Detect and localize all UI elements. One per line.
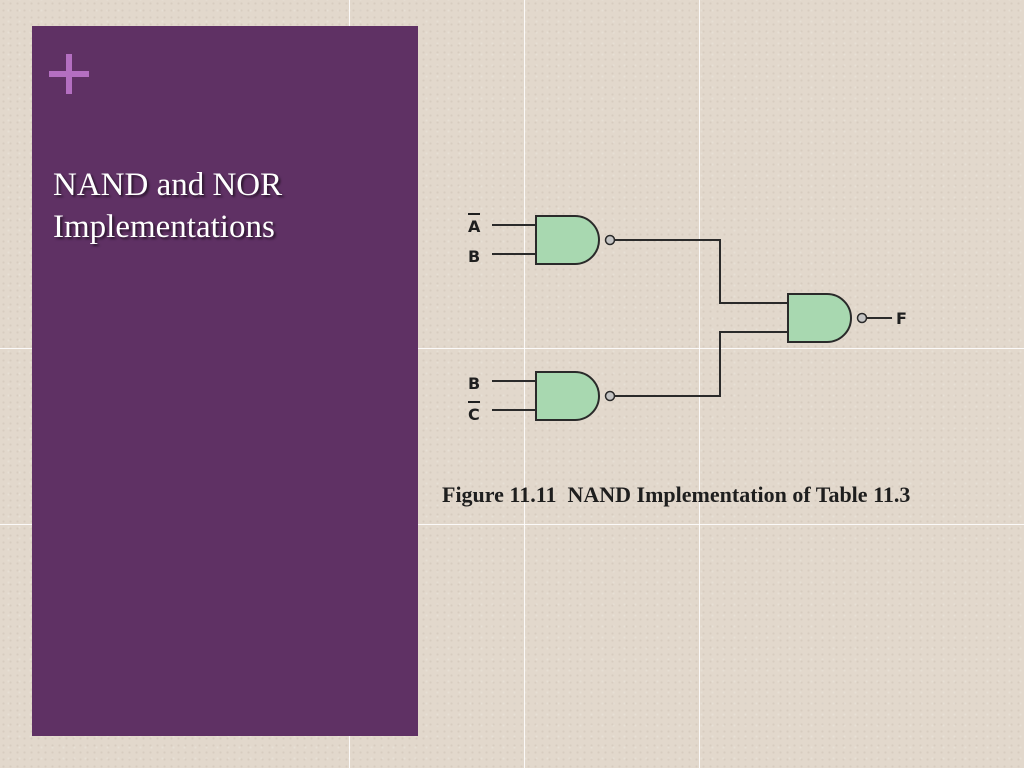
title-line-1: NAND and NOR (53, 167, 283, 203)
slide-title: NAND and NOR Implementations (53, 164, 403, 248)
inversion-bubble-1 (604, 234, 616, 246)
grid-line (699, 0, 700, 768)
nand-gate-2 (535, 371, 600, 421)
title-line-2: Implementations (53, 209, 275, 245)
title-panel: NAND and NOR Implementations (32, 26, 418, 736)
nand-gate-1 (535, 215, 600, 265)
nand-gate-output (787, 293, 852, 343)
grid-line (0, 524, 1024, 525)
input-label-c-not: C (468, 405, 480, 424)
inversion-bubble-output (856, 312, 868, 324)
grid-line (524, 0, 525, 768)
input-label-b-top: B (468, 247, 480, 266)
plus-icon (49, 54, 89, 94)
output-label-f: F (896, 309, 907, 328)
figure-caption: Figure 11.11 NAND Implementation of Tabl… (442, 482, 911, 507)
inversion-bubble-2 (604, 390, 616, 402)
input-label-a-not: A (468, 217, 481, 236)
grid-line (0, 348, 1024, 349)
nand-circuit-diagram: A B B C F (468, 213, 907, 424)
wires (492, 224, 892, 411)
input-label-b-bottom: B (468, 374, 480, 393)
